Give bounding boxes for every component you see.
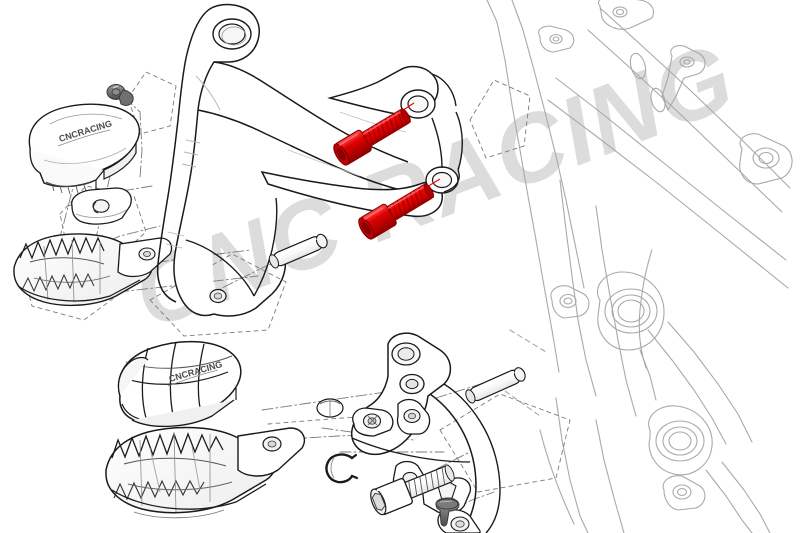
circlip	[325, 453, 359, 484]
grub-screw-upper	[106, 84, 134, 106]
footpeg-upper	[13, 233, 173, 307]
pivot-pin-lower	[465, 367, 526, 404]
lower-bracket-plate	[350, 332, 501, 533]
motorcycle-frame-ghost	[486, 0, 793, 533]
footpeg-lower	[105, 426, 306, 519]
red-bolt-upper[interactable]	[331, 104, 415, 167]
peg-mount-tab-upper	[71, 187, 132, 225]
rubber-peg-cover-upper: CNCRACING	[28, 103, 141, 195]
pivot-pin-upper	[268, 233, 328, 269]
red-bolt-lower[interactable]	[356, 179, 438, 241]
hex-bolt-lower	[370, 464, 455, 516]
grub-screw-lower	[435, 497, 460, 527]
rubber-peg-cover-lower: CNCRACING	[117, 340, 242, 428]
ghost-detail-holes	[316, 398, 344, 418]
